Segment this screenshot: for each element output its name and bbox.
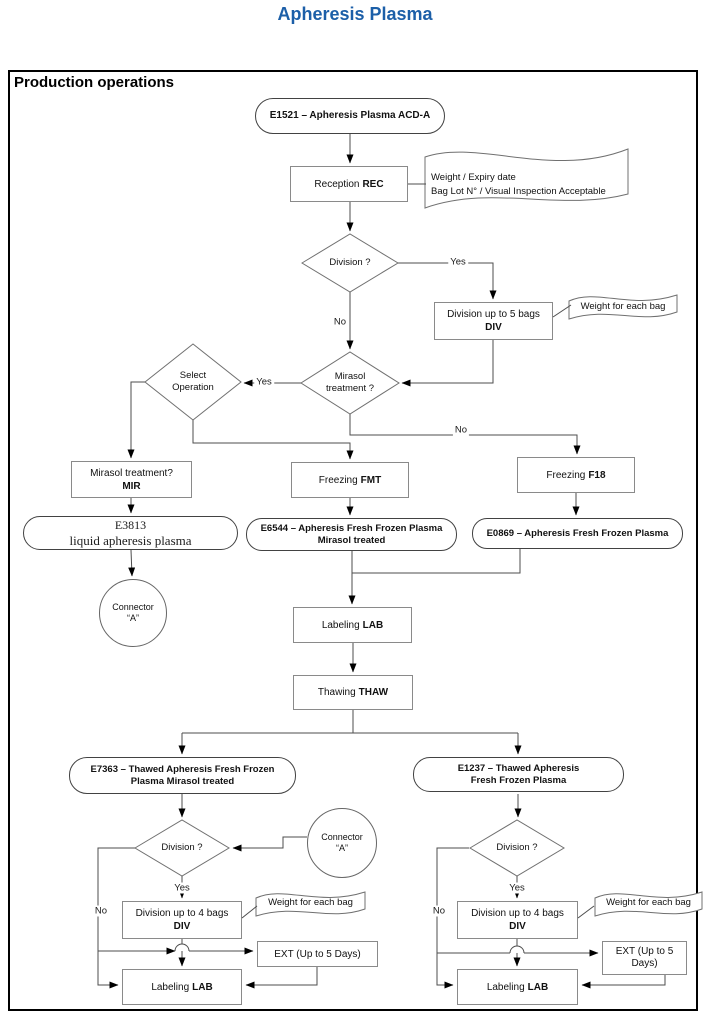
process-division-4-bags-left: Division up to 4 bags DIV: [122, 901, 242, 939]
decision-division-left: [134, 819, 230, 877]
terminator-e0869: E0869 – Apheresis Fresh Frozen Plasma: [472, 518, 683, 549]
connector-a-right: Connector “A”: [307, 808, 377, 878]
terminator-e1237: E1237 – Thawed Apheresis Fresh Frozen Pl…: [413, 757, 624, 792]
terminator-e7363: E7363 – Thawed Apheresis Fresh Frozen Pl…: [69, 757, 296, 794]
process-division-5-bags: Division up to 5 bags DIV: [434, 302, 553, 340]
decision-division-right-label: Division ?: [496, 842, 538, 853]
note-div4-left-text: Weight for each bag: [268, 897, 353, 908]
connector-a-left: Connector “A”: [99, 579, 167, 647]
process-division-4-bags-right: Division up to 4 bags DIV: [457, 901, 578, 939]
decision-mirasol-treatment: [300, 351, 400, 415]
edge-label-no-mirasol: No: [452, 424, 470, 436]
process-mirasol-mir: Mirasol treatment? MIR: [71, 461, 192, 498]
page-title: Apheresis Plasma: [277, 4, 433, 24]
decision-division-left-label: Division ?: [161, 842, 203, 853]
note-div4-left-tape: [255, 891, 366, 917]
note-reception-text: Weight / Expiry date Bag Lot N° / Visual…: [431, 172, 606, 197]
terminator-e3813: E3813 liquid apheresis plasma: [23, 516, 238, 550]
decision-division-right: [469, 819, 565, 877]
decision-division-top-label: Division ?: [329, 257, 371, 268]
note-div5-tape: [568, 294, 678, 320]
note-reception-tape: [424, 148, 629, 209]
edge-label-no-right: No: [430, 905, 448, 917]
process-ext-right: EXT (Up to 5 Days): [602, 941, 687, 975]
decision-select-operation-label: Select Operation: [172, 370, 214, 393]
edge-label-yes-mirasol: Yes: [254, 376, 274, 388]
edge-label-yes-right: Yes: [507, 882, 527, 894]
frame-heading: Production operations: [14, 74, 175, 91]
decision-mirasol-label: Mirasol treatment ?: [325, 371, 375, 394]
decision-select-operation: [144, 343, 242, 421]
note-div4-right-text: Weight for each bag: [606, 897, 691, 908]
process-ext-left: EXT (Up to 5 Days): [257, 941, 378, 967]
note-div5-text: Weight for each bag: [580, 301, 666, 312]
diagram-frame: [8, 70, 698, 1011]
edge-label-yes-left: Yes: [172, 882, 192, 894]
edge-label-yes-top: Yes: [448, 256, 468, 268]
terminator-e1521: E1521 – Apheresis Plasma ACD-A: [255, 98, 445, 134]
edge-label-no-top: No: [333, 316, 347, 328]
terminator-e6544: E6544 – Apheresis Fresh Frozen Plasma Mi…: [246, 518, 457, 551]
edge-label-no-left: No: [92, 905, 110, 917]
note-div4-right-tape: [594, 891, 703, 917]
